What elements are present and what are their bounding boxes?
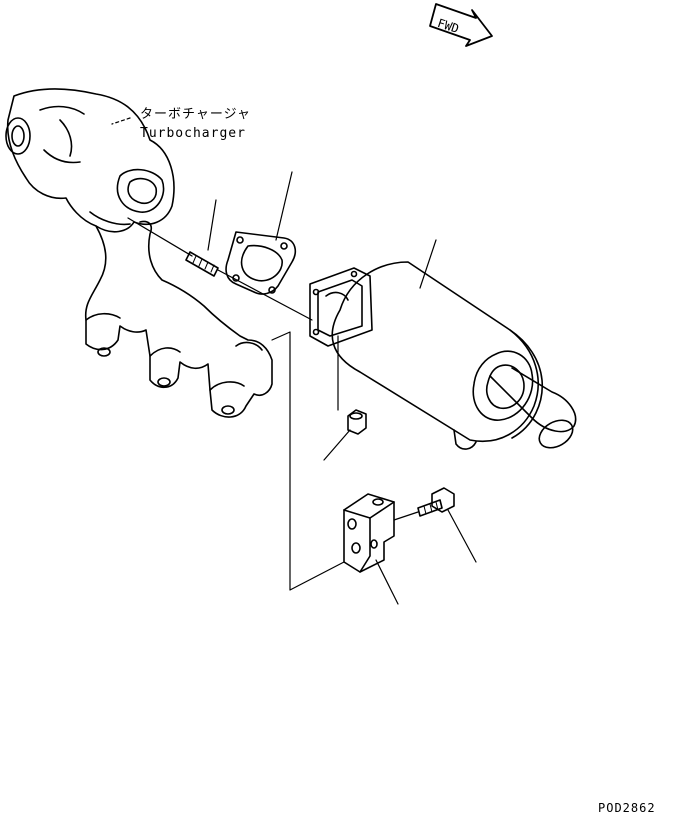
assembly-path	[271, 331, 345, 591]
figure-code: POD2862	[598, 801, 656, 815]
turbocharger-label-jp: ターボチャージャ	[140, 107, 251, 122]
fwd-arrow-icon	[429, 3, 493, 47]
nut	[323, 335, 367, 461]
exhaust-manifold	[84, 220, 273, 418]
gasket	[217, 171, 313, 321]
bracket	[343, 493, 399, 605]
muffler	[309, 239, 577, 450]
stud-bolt	[127, 199, 219, 277]
flange-bolt	[393, 487, 477, 563]
turbocharger	[5, 88, 175, 233]
turbocharger-label-en: Turbocharger	[140, 126, 246, 141]
